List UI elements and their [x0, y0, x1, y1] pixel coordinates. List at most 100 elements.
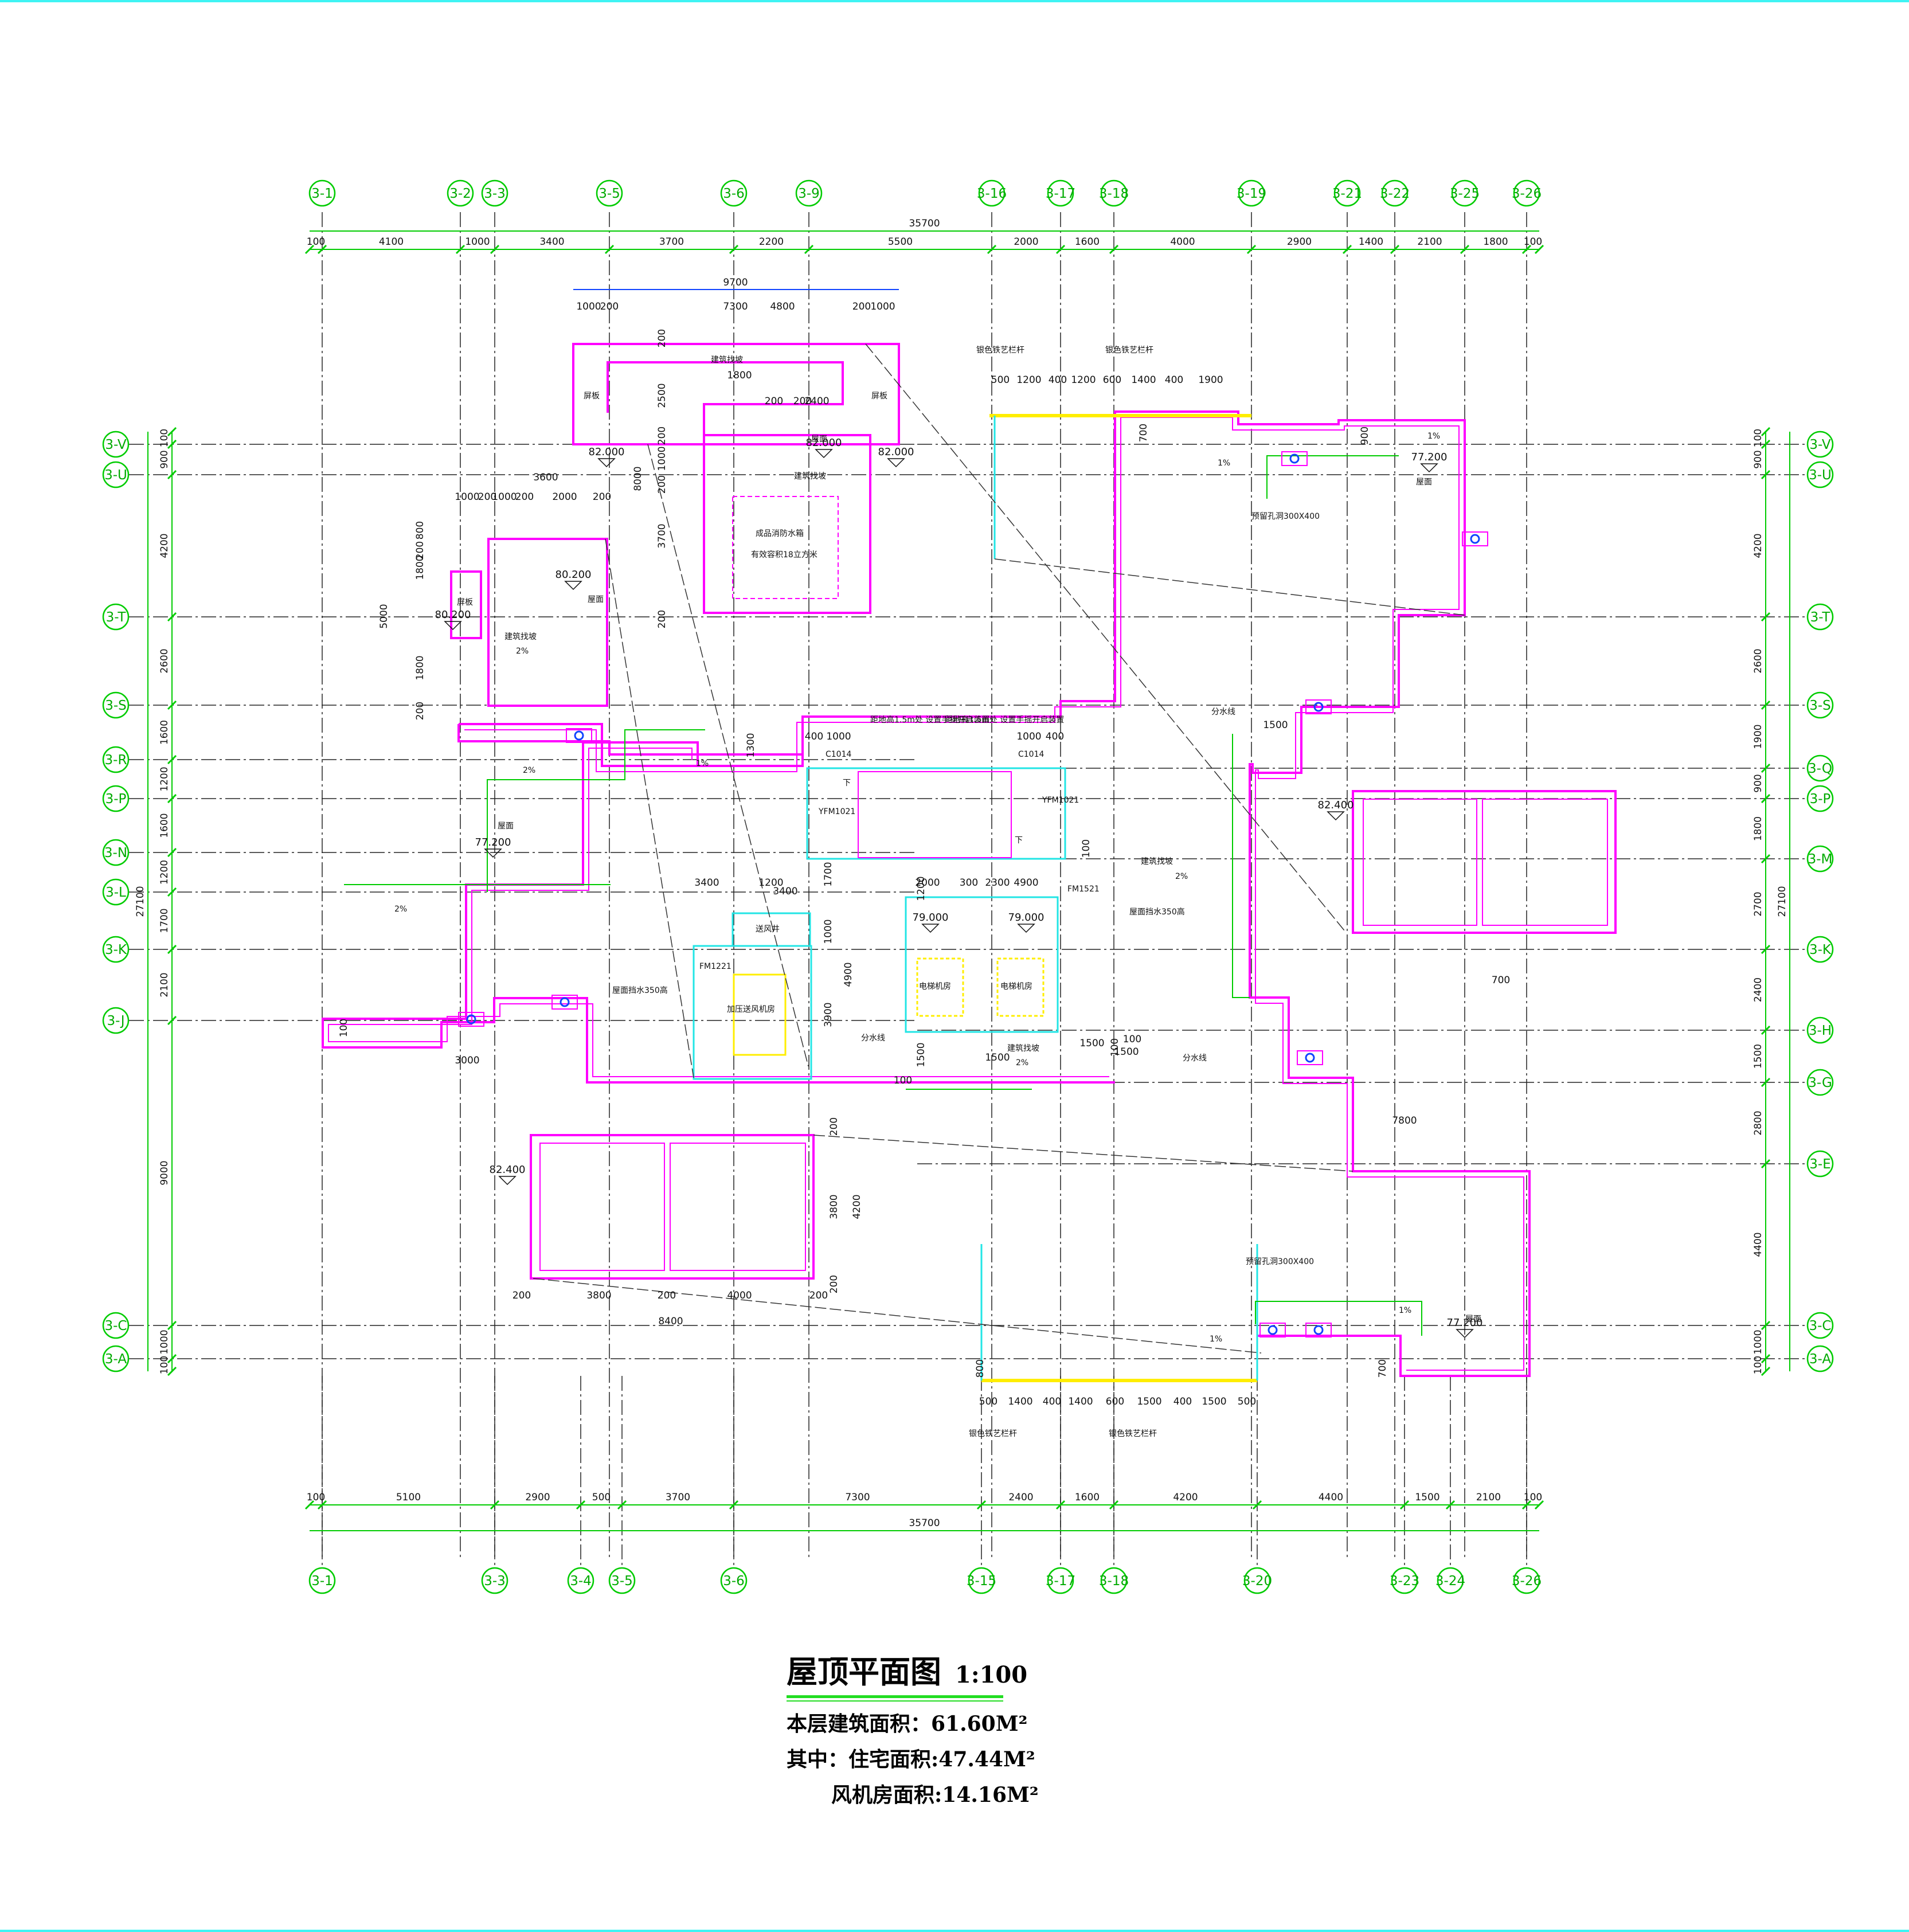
dim-value: 100 [1524, 1492, 1542, 1503]
dim-value: 100 [307, 1492, 325, 1503]
dim-tick [167, 847, 177, 858]
dim-core: 1500 [1114, 1046, 1139, 1058]
dim-core-v: 1700 [823, 862, 834, 886]
dim-railing-tl: 1200 [1016, 374, 1041, 386]
dim-lower: 200 [658, 1290, 676, 1301]
dim-tick [1109, 244, 1119, 255]
axis-label-top: 3-16 [977, 186, 1007, 201]
dim-left-block-v: 5000 [378, 604, 390, 628]
dim-core: 1500 [985, 1052, 1010, 1063]
elevator-room-a-label: 电梯机房 [919, 982, 951, 991]
dim-railing-tr: 1900 [1198, 374, 1223, 386]
stair-flight [858, 771, 1012, 858]
dim-railing-br: 500 [1238, 1396, 1256, 1407]
elevator-room-b-label: 电梯机房 [1000, 982, 1032, 991]
axis-label-bottom: 3-3 [484, 1574, 506, 1589]
axis-bubble-top [1513, 179, 1540, 207]
dim-upper-value: 1000 [870, 301, 895, 312]
axis-bubble-right [1806, 603, 1834, 631]
axis-label-right: 3-C [1809, 1319, 1832, 1333]
slope-c: 2% [394, 905, 407, 914]
axis-label-left: 3-V [105, 437, 127, 452]
curb-note-left: 屋面挡水350高 [612, 985, 668, 995]
axis-label-right: 3-Q [1808, 761, 1832, 776]
dim-core-v: 700 [1138, 424, 1149, 442]
dim-tick [167, 700, 177, 710]
axis-label-right: 3-P [1810, 792, 1831, 807]
dim-value: 2200 [759, 236, 784, 248]
dim-value-v: 2800 [1752, 1110, 1764, 1135]
dim-upper-value: 2400 [804, 396, 829, 407]
dim-core: 3400 [773, 886, 797, 897]
axis-bubble-top [596, 179, 623, 207]
slope-dir-a: 建筑找坡 [504, 632, 537, 642]
roof-drain-icon [1305, 699, 1332, 714]
axis-label-bottom: 3-15 [967, 1574, 996, 1589]
dim-upper-v: 200 [656, 329, 668, 347]
dim-core: 3400 [694, 877, 719, 889]
dim-left-block: 200 [593, 491, 611, 503]
dim-railing-tr: 1400 [1131, 374, 1156, 386]
axis-label-right: 3-A [1809, 1352, 1831, 1367]
dim-upper-value: 7300 [723, 301, 748, 312]
elevation-value: 79.000 [913, 912, 949, 924]
dim-tick [1534, 244, 1544, 255]
dim-tick [167, 887, 177, 897]
axis-bubble-right [1806, 845, 1834, 873]
dim-value: 4100 [379, 236, 404, 248]
axis-bubble-top [795, 179, 823, 207]
slope-small-b: 1% [1218, 459, 1230, 468]
slope-b: 2% [523, 766, 535, 775]
axis-label-top: 3-6 [723, 186, 745, 201]
axis-label-bottom: 3-6 [723, 1574, 745, 1589]
axis-bubble-top [1333, 179, 1361, 207]
axis-grid [129, 212, 1806, 1565]
axis-bubble-bottom [567, 1567, 594, 1594]
dim-upper-value: 4800 [770, 301, 795, 312]
dim-core: 400 [805, 731, 823, 742]
axis-bubble-left [102, 1007, 130, 1034]
dim-upper-v: 8000 [632, 466, 644, 491]
dim-core: 3000 [455, 1055, 479, 1066]
elevation-triangle [1327, 811, 1345, 821]
dim-tick [490, 244, 500, 255]
dim-tick [1761, 1320, 1771, 1331]
dim-lower-v: 3800 [828, 1194, 840, 1219]
dim-core: 700 [1492, 975, 1510, 986]
dim-tick [1761, 470, 1771, 480]
axis-label-left: 3-C [105, 1319, 127, 1333]
dim-tick [167, 1015, 177, 1026]
drawing-scale: 1:100 [955, 1661, 1028, 1688]
dim-railing-tl: 600 [1103, 374, 1121, 386]
dim-core-v: 100 [1081, 839, 1092, 858]
dim-value-v: 900 [1752, 774, 1764, 792]
dim-tick [304, 1500, 315, 1510]
axis-bubble-right [1806, 785, 1834, 812]
axis-label-left: 3-P [105, 792, 127, 807]
dim-lower: 200 [809, 1290, 828, 1301]
axis-label-top: 3-2 [449, 186, 471, 201]
dim-value-v: 1500 [1752, 1044, 1764, 1069]
dim-upper-v: 1000 [656, 446, 668, 471]
dim-tick [1534, 1500, 1544, 1510]
title-underline [787, 1695, 1003, 1698]
door-ym1021-right: YFM1021 [1042, 796, 1079, 805]
dim-railing-br: 1500 [1137, 1396, 1161, 1407]
fan-box [733, 973, 787, 1056]
ridge-label-c: 分水线 [861, 1034, 885, 1043]
axis-bubble-bottom [481, 1567, 508, 1594]
dim-tick [304, 244, 315, 255]
dim-tick [987, 244, 997, 255]
elevation-value: 82.400 [490, 1164, 526, 1176]
axis-bubble-top [1047, 179, 1074, 207]
water-tank-frame [703, 434, 871, 614]
axis-label-top: 3-25 [1450, 186, 1480, 201]
dim-lower: 200 [513, 1290, 531, 1301]
axis-label-right: 3-M [1808, 852, 1833, 867]
parapet-label-a: 屏板 [584, 392, 600, 401]
dim-tick [1761, 854, 1771, 864]
main-roof-outline-inner [464, 417, 1524, 1371]
